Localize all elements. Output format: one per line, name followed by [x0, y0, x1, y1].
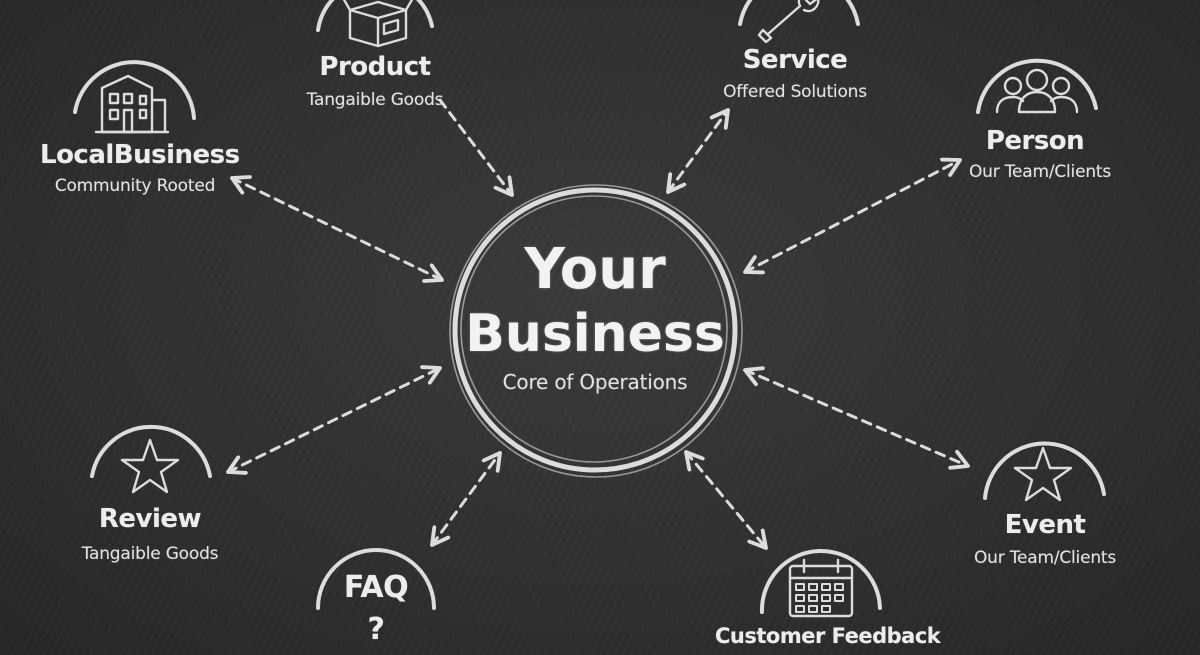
- arrow-person: [745, 160, 960, 272]
- center-title-line2: Business: [465, 304, 725, 364]
- arrow-customer-feedback: [686, 452, 766, 548]
- arrow-event: [745, 370, 968, 466]
- star-icon: [1013, 446, 1073, 502]
- box-icon: [342, 0, 414, 48]
- arc-event: [983, 441, 1106, 500]
- node-event-title: Event: [1004, 510, 1086, 540]
- center-subtitle: Core of Operations: [502, 370, 688, 394]
- node-faq-question-mark: ?: [367, 612, 385, 647]
- node-product-subtitle: Tangaible Goods: [306, 90, 444, 110]
- star-icon: [120, 438, 180, 494]
- node-review-title: Review: [98, 504, 202, 534]
- node-person-subtitle: Our Team/Clients: [968, 162, 1112, 182]
- center-ring: [449, 184, 743, 478]
- arrow-product: [438, 98, 512, 195]
- arrow-service: [668, 110, 728, 192]
- node-person-title: Person: [985, 126, 1085, 156]
- building-icon: [94, 74, 170, 134]
- node-event-subtitle: Our Team/Clients: [973, 548, 1117, 568]
- node-review-subtitle: Tangaible Goods: [81, 544, 219, 564]
- center-title-line1: Your: [524, 237, 666, 302]
- arc-person: [976, 58, 1098, 114]
- node-service-title: Service: [742, 45, 848, 75]
- node-local-business-title: LocalBusiness: [40, 140, 240, 170]
- node-product-title: Product: [319, 52, 431, 82]
- node-faq-title: FAQ: [343, 570, 409, 605]
- arc-product: [316, 0, 434, 32]
- arrow-review: [228, 368, 440, 472]
- arc-customer-feedback: [759, 548, 882, 614]
- arrow-local-business: [232, 178, 442, 280]
- people-icon: [995, 68, 1079, 114]
- node-local-business-subtitle: Community Rooted: [54, 176, 216, 196]
- wrench-icon: [757, 0, 820, 44]
- calendar-icon: [788, 558, 854, 618]
- arc-review: [90, 424, 212, 478]
- arrow-faq: [432, 453, 500, 545]
- arc-faq: [316, 548, 436, 610]
- node-service-subtitle: Offered Solutions: [723, 82, 867, 102]
- arc-service: [738, 0, 860, 26]
- node-customer-feedback-title: Customer Feedback: [715, 624, 941, 648]
- arc-local-business: [73, 60, 196, 120]
